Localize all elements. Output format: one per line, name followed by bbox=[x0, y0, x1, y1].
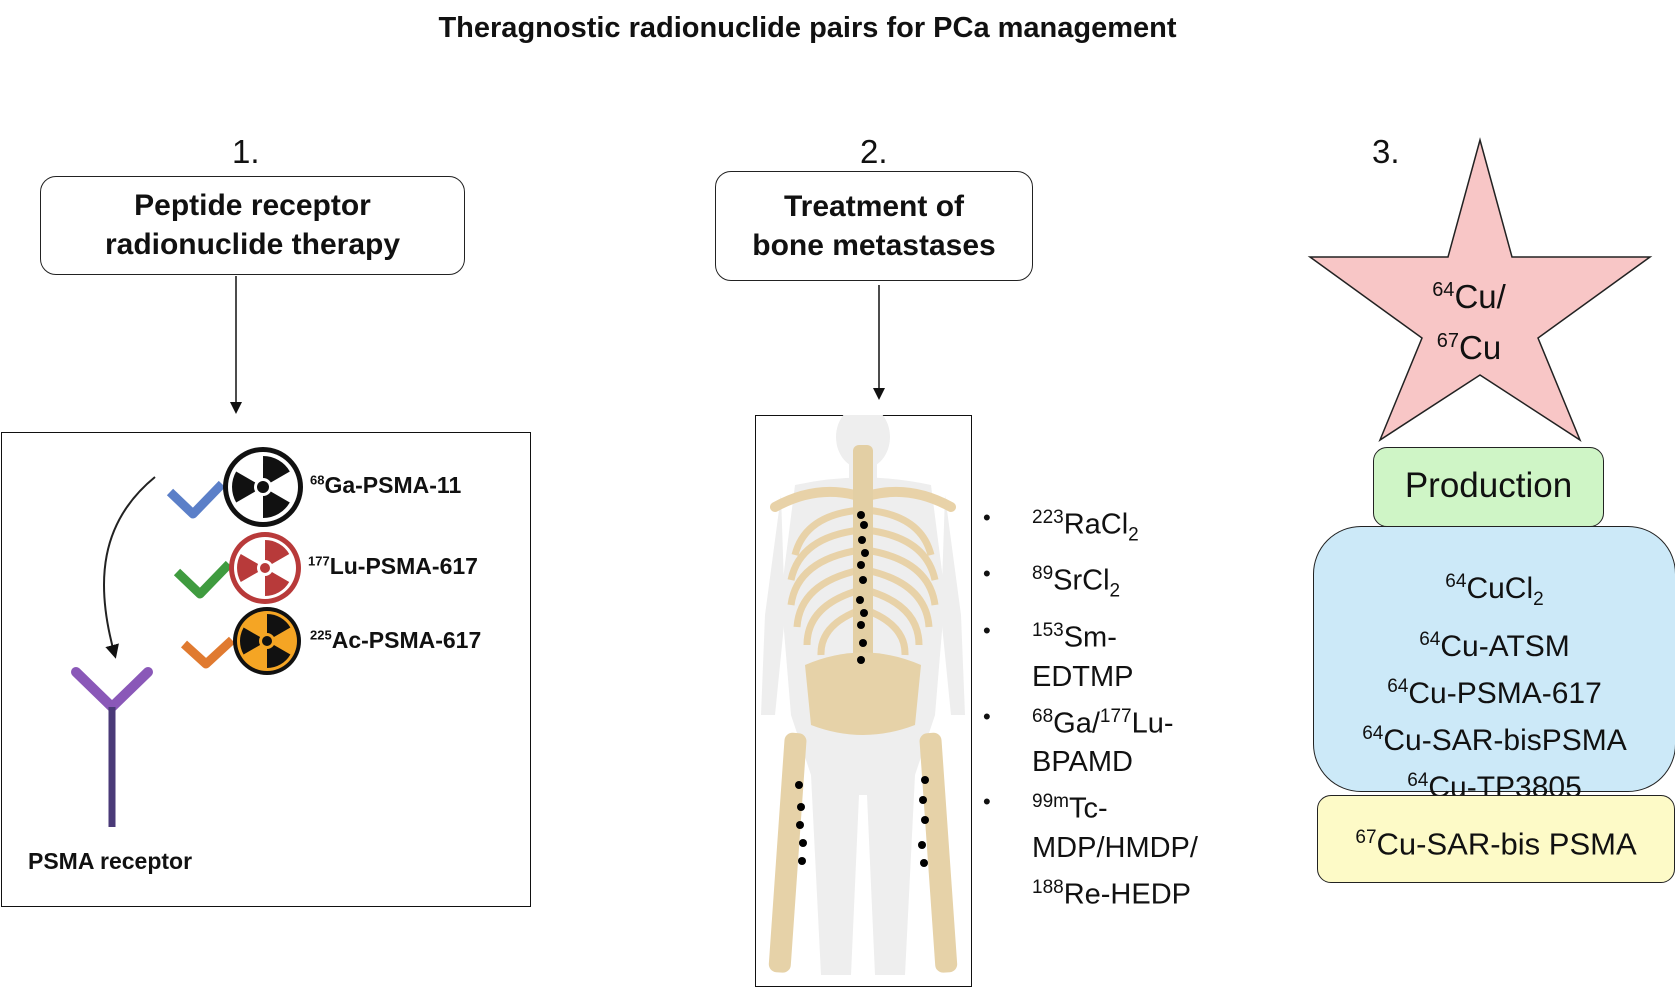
metastasis-dots bbox=[795, 511, 929, 867]
psma-receptor-label: PSMA receptor bbox=[28, 848, 193, 874]
section-2-title-line2: bone metastases bbox=[752, 229, 996, 262]
radiation-icon-ga68 bbox=[223, 447, 303, 527]
radioligand-label-1: 68Ga-PSMA-11 bbox=[310, 472, 462, 498]
bone-agent-list: 223RaCl2 89SrCl2 153Sm-EDTMP 68Ga/177Lu-… bbox=[983, 498, 1223, 915]
binding-arrow bbox=[102, 476, 156, 659]
rib-cage bbox=[787, 506, 939, 656]
section-1-box: Peptide receptor radionuclide therapy bbox=[40, 176, 465, 275]
production-box: Production bbox=[1373, 447, 1604, 527]
section-1-title-line2: radionuclide therapy bbox=[104, 228, 401, 261]
section-2-box: Treatment of bone metastases bbox=[715, 171, 1033, 281]
cu64-agents-box: 64CuCl2 64Cu-ATSM 64Cu-PSMA-617 64Cu-SAR… bbox=[1313, 526, 1675, 804]
clavicles bbox=[770, 486, 956, 512]
ligand-chevron-icon-3 bbox=[180, 636, 236, 669]
section-2-number: 2. bbox=[860, 133, 888, 170]
section-2-title-line1: Treatment of bbox=[783, 190, 965, 223]
radioligand-label-2: 177Lu-PSMA-617 bbox=[308, 553, 478, 579]
ligand-chevron-icon-2 bbox=[173, 560, 233, 599]
bone-agent-5: 99mTc-MDP/HMDP/188Re-HEDP bbox=[983, 782, 1223, 914]
pelvis bbox=[805, 652, 921, 735]
psma-illustration bbox=[71, 447, 303, 827]
star-line-2: 67Cu bbox=[1436, 329, 1502, 366]
ligand-chevron-icon-1 bbox=[166, 480, 226, 519]
section-3-number: 3. bbox=[1372, 133, 1400, 170]
bone-agent-3: 153Sm-EDTMP bbox=[983, 611, 1223, 697]
cu64-agent-1: 64CuCl2 bbox=[1445, 571, 1544, 610]
femurs bbox=[768, 732, 958, 973]
section-1-number: 1. bbox=[232, 133, 260, 170]
section-1-title-line1: Peptide receptor bbox=[134, 189, 371, 222]
cu64-agent-2: 64Cu-ATSM bbox=[1419, 629, 1570, 663]
bone-agent-4: 68Ga/177Lu-BPAMD bbox=[983, 697, 1223, 783]
radioligand-label-3: 225Ac-PSMA-617 bbox=[310, 627, 482, 653]
star-icon bbox=[1307, 137, 1653, 442]
figure-title: Theragnostic radionuclide pairs for PCa … bbox=[438, 12, 1177, 44]
radiation-icon-ac225 bbox=[233, 607, 301, 675]
spine bbox=[853, 445, 873, 705]
cu67-therapy-box: 67Cu-SAR-bis PSMA bbox=[1317, 795, 1675, 883]
cu64-agent-4: 64Cu-SAR-bisPSMA bbox=[1362, 723, 1627, 757]
star-line-1: 64Cu/ bbox=[1432, 278, 1506, 315]
radiation-icon-lu177 bbox=[229, 532, 301, 604]
bone-agent-1: 223RaCl2 bbox=[983, 498, 1223, 554]
star-label: 64Cu/ 67Cu bbox=[1380, 268, 1558, 370]
cu64-agent-3: 64Cu-PSMA-617 bbox=[1387, 676, 1602, 710]
psma-receptor-icon bbox=[71, 667, 153, 827]
bone-agent-2: 89SrCl2 bbox=[983, 554, 1223, 610]
skeleton-illustration bbox=[761, 415, 965, 975]
